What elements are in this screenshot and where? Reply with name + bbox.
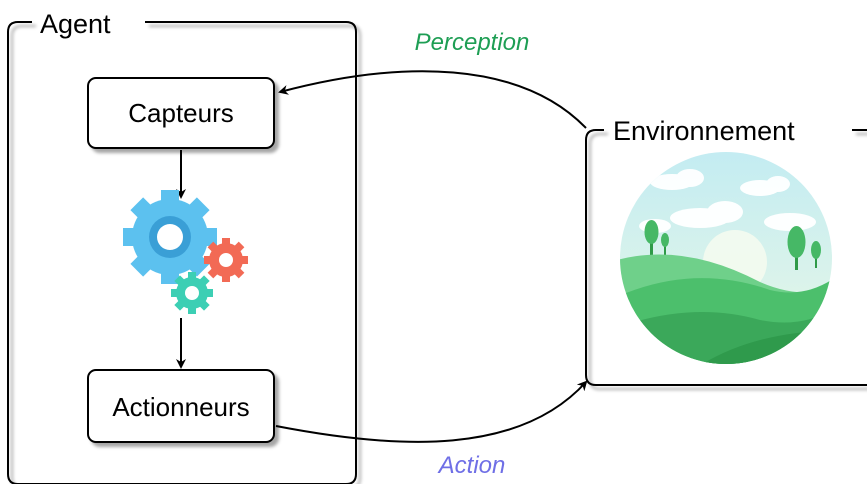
perception-arrow xyxy=(278,70,587,129)
medium-gear-icon xyxy=(204,238,248,282)
landscape-icon xyxy=(620,152,832,364)
large-gear-icon xyxy=(123,190,217,284)
sensors-label: Capteurs xyxy=(128,98,234,128)
agent-container: Agent xyxy=(7,9,357,484)
sensors-box: Capteurs xyxy=(87,77,275,149)
small-gear-icon xyxy=(171,272,213,314)
environment-title: Environnement xyxy=(613,116,795,146)
environment-container: Environnement xyxy=(585,116,867,386)
agent-title: Agent xyxy=(40,9,111,39)
action-label: Action xyxy=(437,452,506,479)
gears-icon xyxy=(123,190,248,314)
actuators-box: Actionneurs xyxy=(87,369,275,443)
perception-label: Perception xyxy=(415,29,530,56)
action-arrow xyxy=(275,380,588,443)
actuators-label: Actionneurs xyxy=(112,392,249,422)
